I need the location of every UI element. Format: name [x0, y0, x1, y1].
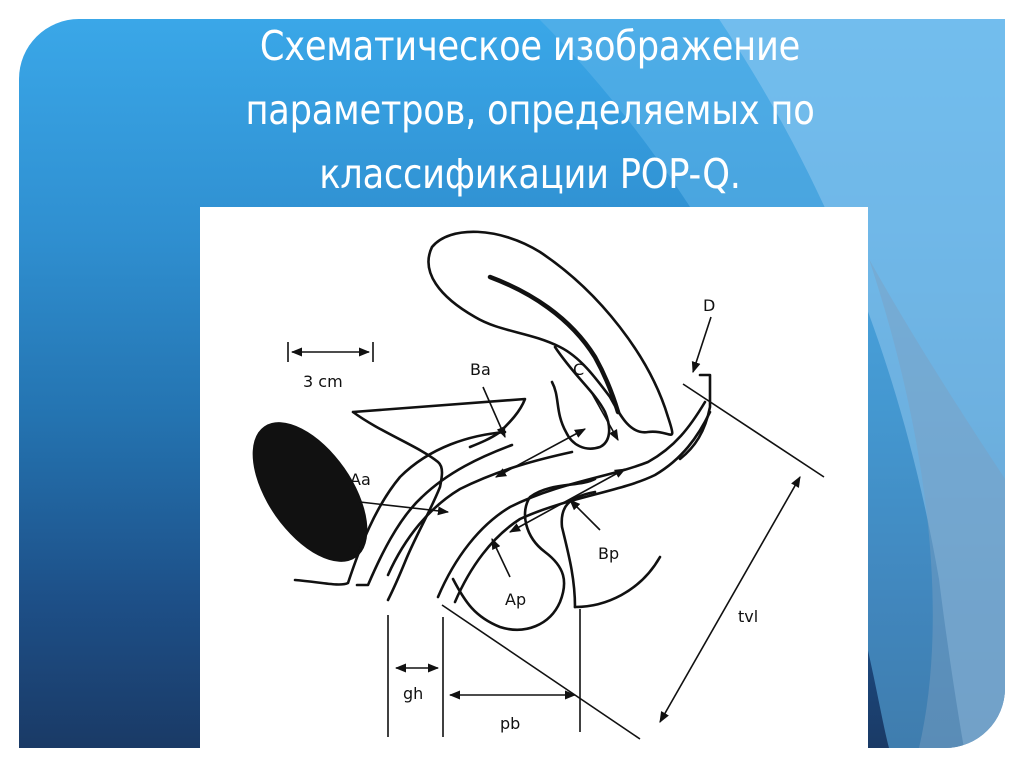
label-aa: Aa: [350, 470, 371, 489]
label-pb: pb: [500, 714, 520, 733]
title-line-1: Схематическое изображение: [259, 22, 801, 70]
ap-arrow: [491, 537, 511, 578]
vaginal-apex: [678, 373, 712, 461]
c-arrow: [589, 389, 619, 441]
pubic-bone: [252, 422, 368, 562]
scale-bar-label: 3 cm: [303, 372, 343, 391]
tvl-arrow: [659, 476, 801, 723]
tvl-baseline-top: [682, 383, 825, 478]
uterus-outline: [427, 230, 674, 436]
cervix-outline: [550, 345, 611, 450]
posterior-wall-arrow: [509, 468, 626, 533]
d-arrow: [691, 316, 712, 374]
title-line-2: параметров, определяемых по: [245, 86, 815, 134]
label-gh: gh: [403, 684, 423, 703]
label-bp: Bp: [598, 544, 619, 563]
label-ba: Ba: [470, 360, 491, 379]
label-ap: Ap: [505, 590, 526, 609]
label-tvl: tvl: [738, 607, 758, 626]
title-line-3: классификации POP-Q.: [319, 150, 741, 198]
tvl-baseline-bottom: [441, 604, 641, 740]
perineal-body-curve: [573, 555, 662, 609]
ba-arrow: [482, 386, 506, 439]
anterior-vaginal-wall: [293, 430, 507, 586]
slide-title: Схематическое изображение параметров, оп…: [160, 14, 900, 206]
uterine-cavity: [487, 274, 621, 415]
background-swoosh-decoration: [539, 19, 1005, 748]
pop-q-schematic: 3 cm Ba C D Aa Bp Ap tvl gh pb: [252, 230, 825, 740]
bladder-outline: [351, 397, 527, 602]
aa-arrow: [359, 501, 450, 516]
label-d: D: [703, 296, 715, 315]
bp-arrow: [569, 499, 601, 531]
label-c: C: [573, 360, 584, 379]
pop-q-diagram: 3 cm Ba C D Aa Bp Ap tvl gh pb: [200, 207, 868, 748]
